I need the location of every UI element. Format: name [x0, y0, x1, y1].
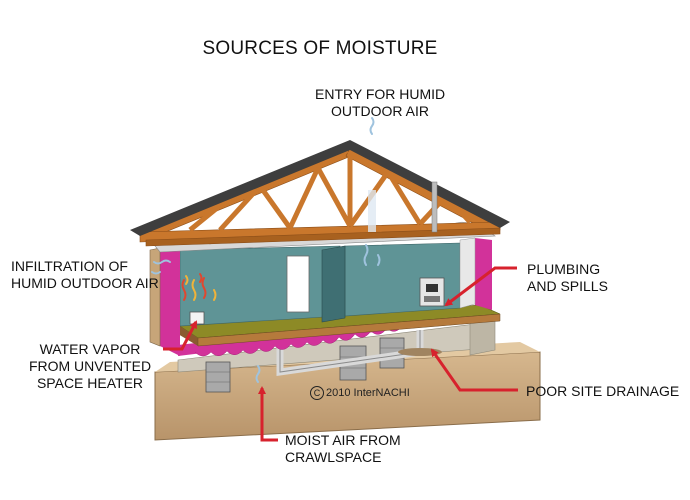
label-line: INFILTRATION OF: [11, 258, 128, 274]
copyright-text: 2010 InterNACHI: [326, 386, 410, 399]
label-line: AND SPILLS: [527, 278, 608, 294]
label-plumbing: PLUMBING AND SPILLS: [527, 261, 608, 295]
label-line: PLUMBING: [527, 261, 601, 277]
wall-insulation-left: [160, 248, 180, 356]
label-line: FROM UNVENTED: [28, 358, 152, 374]
flue-pipe: [431, 181, 438, 233]
humid-air-squiggles: [151, 117, 381, 383]
label-line: CRAWLSPACE: [285, 449, 382, 465]
label-infiltration: INFILTRATION OF HUMID OUTDOOR AIR: [11, 258, 159, 292]
roof-trusses: [139, 147, 501, 247]
foundation: [177, 317, 496, 373]
page-title: SOURCES OF MOISTURE: [202, 38, 438, 59]
water-heater: [419, 277, 445, 307]
label-crawlspace-air: MOIST AIR FROM CRAWLSPACE: [285, 432, 401, 466]
label-line: SPACE HEATER: [36, 375, 144, 391]
partition-wall: [321, 245, 346, 323]
label-line: MOIST AIR FROM: [285, 432, 401, 448]
label-line: OUTDOOR AIR: [330, 103, 429, 119]
wall-insulation-right: [475, 238, 492, 310]
label-line: HUMID OUTDOOR AIR: [11, 275, 159, 291]
door-opening: [286, 255, 310, 313]
copyright-symbol: C: [310, 386, 324, 400]
air-entry-shaft: [368, 190, 376, 232]
label-water-vapor: WATER VAPOR FROM UNVENTED SPACE HEATER: [20, 341, 160, 392]
space-heater: [189, 311, 205, 325]
label-poor-drainage: POOR SITE DRAINAGE: [526, 383, 680, 399]
label-entry-humid-air: ENTRY FOR HUMID OUTDOOR AIR: [315, 86, 445, 120]
label-line: ENTRY FOR HUMID: [315, 86, 446, 102]
concrete-pier: [205, 361, 231, 393]
leader-arrows: [163, 266, 518, 442]
vapor-squiggles: [181, 273, 217, 301]
label-line: WATER VAPOR: [39, 341, 141, 357]
